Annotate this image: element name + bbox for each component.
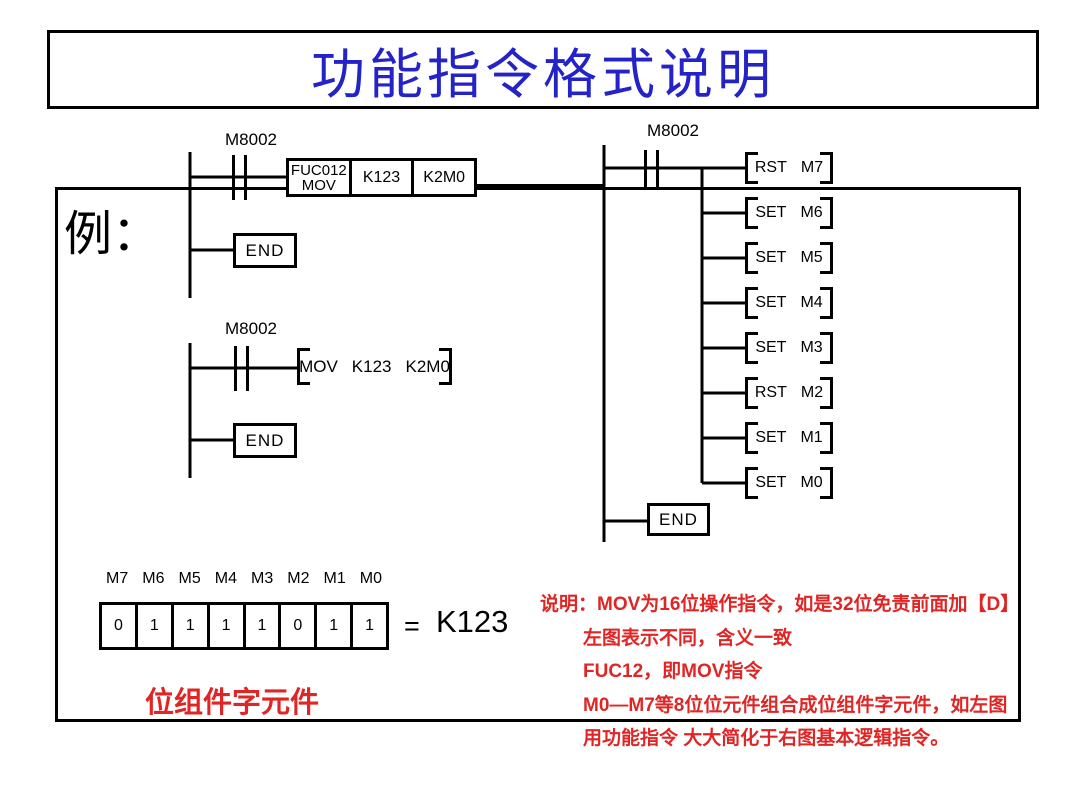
- ladder3-instruction-row: SET M5: [745, 242, 833, 274]
- bit-cell: 1: [242, 605, 279, 647]
- bit-table-headers: M7 M6 M5 M4 M3 M2 M1 M0: [99, 570, 389, 588]
- ladder1-end-box: END: [233, 233, 297, 268]
- function-mnemonic: MOV: [301, 176, 336, 194]
- instruction-op: SET: [755, 249, 787, 266]
- bit-header: M0: [359, 570, 382, 587]
- instruction-operand: M6: [800, 204, 823, 221]
- function-box-source-cell: K123: [348, 161, 412, 194]
- instruction-operand: M4: [800, 294, 823, 311]
- instruction-op: SET: [755, 339, 787, 356]
- ladder2-end-box: END: [233, 423, 297, 458]
- bit-cell: 1: [350, 605, 386, 647]
- bit-cell: 0: [278, 605, 314, 647]
- function-code: FUC012: [290, 161, 347, 179]
- ladder2-contact-label: M8002: [225, 319, 277, 338]
- note-line: FUC12，即MOV指令: [583, 661, 763, 682]
- instruction-op: SET: [755, 204, 787, 221]
- instruction-arg2: K2M0: [405, 356, 450, 376]
- bit-cell: 1: [170, 605, 207, 647]
- bit-table-result: K123: [436, 604, 509, 639]
- title-bar: 功能指令格式说明: [47, 30, 1039, 109]
- bit-cell: 1: [134, 605, 171, 647]
- function-box-dest-cell: K2M0: [411, 161, 474, 194]
- instruction-operand: M1: [800, 429, 823, 446]
- ladder1-contact-label: M8002: [225, 130, 277, 149]
- note-line: 说明：MOV为16位操作指令，如是32位免责前面加【D】: [540, 594, 1020, 615]
- instruction-op: SET: [755, 474, 787, 491]
- example-label: 例：: [64, 208, 161, 261]
- ladder3-instruction-row: SET M1: [745, 422, 833, 454]
- equals-sign: =: [404, 611, 420, 641]
- notes-block: 说明：MOV为16位操作指令，如是32位免责前面加【D】 左图表示不同，含义一致…: [540, 588, 1040, 756]
- note-line: 左图表示不同，含义一致: [583, 627, 793, 649]
- page-title: 功能指令格式说明: [311, 45, 775, 105]
- bit-cell: 1: [314, 605, 350, 647]
- instruction-operand: M3: [800, 339, 823, 356]
- ladder3-instruction-row: RST M2: [745, 377, 833, 409]
- bit-cell: 1: [206, 605, 243, 647]
- instruction-op: RST: [754, 159, 787, 176]
- bit-header: M6: [142, 570, 165, 587]
- ladder3-instruction-row: RST M7: [745, 152, 833, 184]
- content-frame: [55, 187, 1021, 722]
- function-box-opcode-cell: FUC012 MOV: [289, 161, 349, 194]
- bit-header: M2: [287, 570, 310, 587]
- instruction-operand: M5: [800, 249, 823, 266]
- bit-header: M4: [214, 570, 237, 587]
- instruction-operand: M2: [800, 384, 824, 401]
- ladder3-contact-bars: [644, 150, 659, 190]
- instruction-operand: M0: [800, 474, 823, 491]
- ladder3-end-box: END: [647, 503, 710, 536]
- bit-header: M7: [106, 570, 129, 587]
- instruction-operand: M7: [800, 159, 824, 176]
- ladder2-instruction: MOV K123 K2M0: [297, 348, 452, 385]
- ladder3-contact-label: M8002: [647, 121, 699, 140]
- ladder3-instruction-row: SET M6: [745, 197, 833, 229]
- instruction-op: SET: [755, 294, 787, 311]
- note-line: 用功能指令 大大简化于右图基本逻辑指令。: [583, 728, 950, 749]
- instruction-op: MOV: [299, 356, 338, 376]
- bit-table-caption: 位组件字元件: [145, 687, 320, 719]
- instruction-op: RST: [754, 384, 787, 401]
- bit-cell: 0: [113, 617, 123, 634]
- bit-table: 0 1 1 1 1 0 1 1: [99, 602, 389, 650]
- bit-header: M5: [178, 570, 201, 587]
- bit-header: M1: [323, 570, 346, 587]
- ladder3-instruction-row: SET M3: [745, 332, 833, 364]
- ladder1-function-box: FUC012 MOV K123 K2M0: [286, 158, 477, 197]
- ladder3-instruction-row: SET M4: [745, 287, 833, 319]
- instruction-arg1: K123: [351, 356, 392, 376]
- note-line: M0—M7等8位位元件组合成位组件字元件，如左图: [583, 694, 1008, 716]
- instruction-op: SET: [755, 429, 787, 446]
- bit-header: M3: [251, 570, 274, 587]
- ladder3-instruction-row: SET M0: [745, 467, 833, 499]
